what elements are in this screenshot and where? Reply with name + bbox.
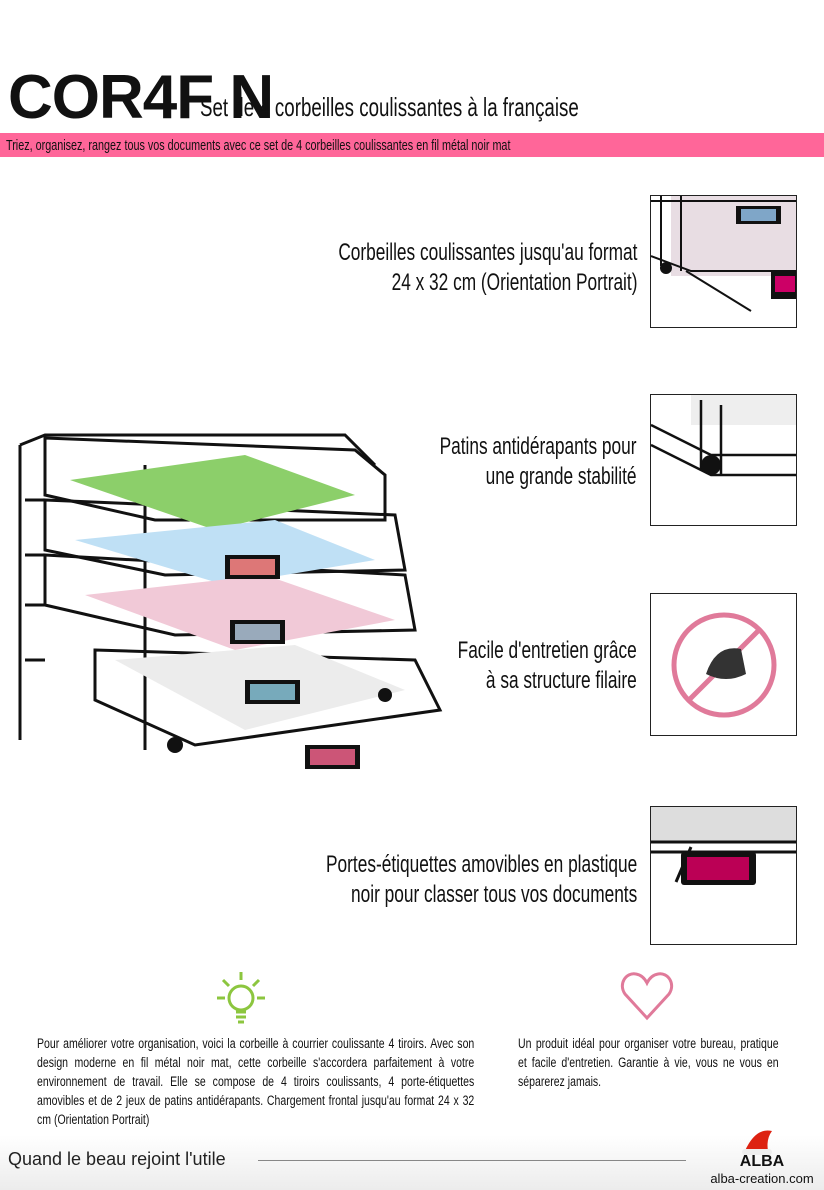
product-code: COR4F N [8,63,274,132]
alba-logo[interactable]: ALBA alba-creation.com [700,1127,824,1187]
lightbulb-icon [212,968,270,1035]
website-link[interactable]: alba-creation.com [710,1171,814,1186]
non-slip-pads-image [650,394,797,526]
format-detail-image [650,195,797,328]
easy-clean-icon-image [650,593,797,736]
santa-hat-icon [742,1130,772,1155]
label-holder-image [650,806,797,945]
description-right: Un produit idéal pour organiser votre bu… [518,1036,779,1089]
footer-tagline: Quand le beau rejoint l'utile [8,1149,226,1169]
brand-name: ALBA [739,1153,785,1170]
heart-icon [620,970,674,1027]
footer-divider [258,1160,686,1161]
product-photo [15,400,445,770]
feature-labels: Portes-étiquettes amovibles en plastique… [325,851,637,908]
description-left: Pour améliorer votre organisation, voici… [37,1036,475,1127]
footer: Quand le beau rejoint l'utile ALBA alba-… [0,1130,824,1190]
tagline-band: Triez, organisez, rangez tous vos docume… [0,133,824,157]
